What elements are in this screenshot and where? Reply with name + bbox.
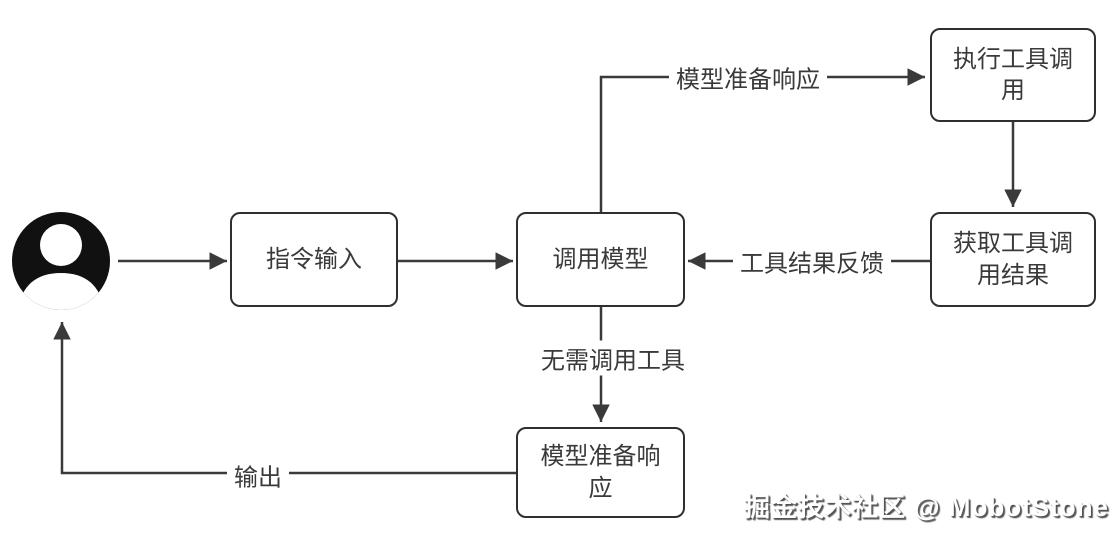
node-get-tool-result: 获取工具调 用结果	[930, 212, 1096, 307]
edge-label-tool-result-feedback: 工具结果反馈	[733, 243, 891, 279]
user-icon	[12, 212, 110, 310]
edge-call-model-to-execute-tool-call	[599, 68, 925, 212]
edge-label-output: 输出	[227, 457, 289, 493]
edge-model-prepare-response-to-user	[53, 322, 516, 475]
node-call-model: 调用模型	[516, 212, 685, 307]
node-model-prepare-response: 模型准备响 应	[516, 427, 685, 518]
edge-label-no-tool-needed: 无需调用工具	[534, 340, 692, 376]
edge-label-model-ready-response: 模型准备响应	[669, 59, 827, 95]
node-instruction-input: 指令输入	[230, 212, 398, 307]
node-execute-tool-call: 执行工具调 用	[930, 28, 1096, 122]
watermark: 掘金技术社区 @ MobotStone	[744, 492, 1109, 522]
